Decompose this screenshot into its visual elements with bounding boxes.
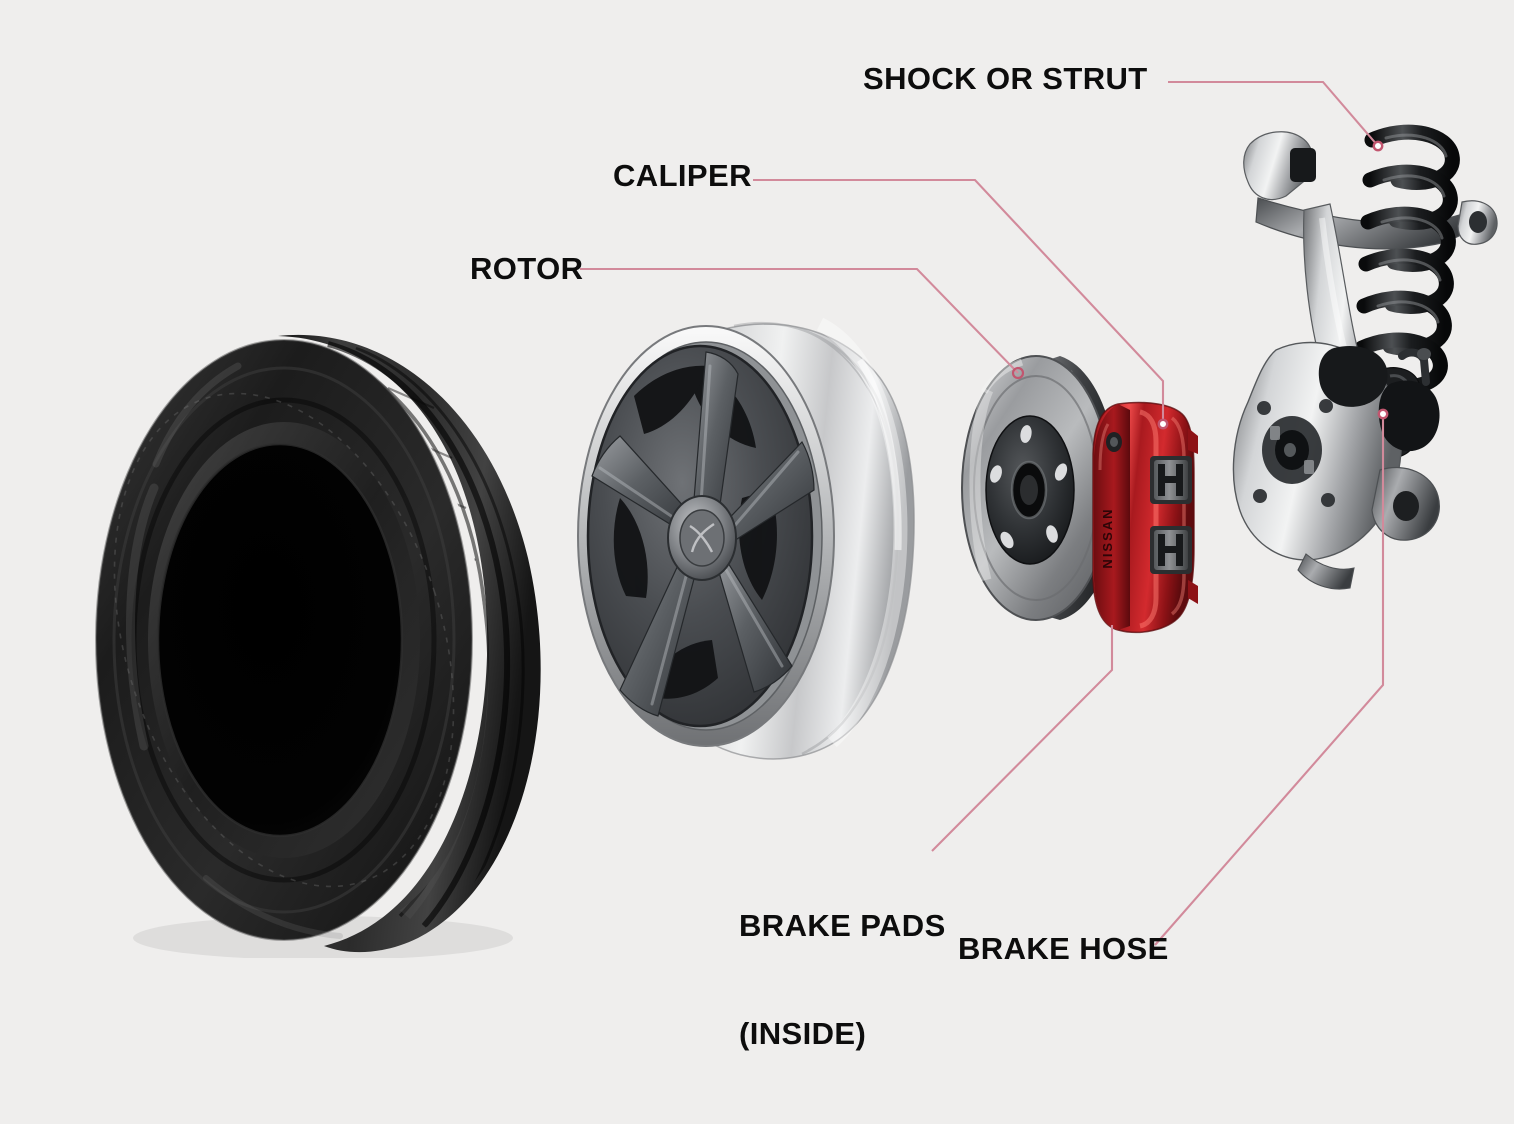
lower-ball-joint — [1297, 553, 1355, 590]
brake-hose-bracket — [1318, 346, 1388, 407]
caliper-pad-window — [1150, 456, 1192, 574]
leader-line-brake-pads — [931, 625, 1114, 852]
endpoint-marker-shock-or-strut — [1372, 140, 1384, 152]
leader-line-shock-or-strut — [1168, 80, 1379, 147]
diagram-canvas: NISSAN — [95, 61, 1498, 1051]
leader-line-caliper — [753, 178, 1165, 424]
callout-label-brake-pads: BRAKE PADS (INSIDE) — [739, 836, 946, 1124]
leader-line-brake-hose — [1154, 414, 1385, 946]
strut-knuckle-illustration — [1232, 124, 1498, 590]
brake-caliper-illustration: NISSAN — [1092, 401, 1198, 634]
leader-lines-layer — [580, 80, 1389, 946]
coil-spring — [1354, 124, 1460, 395]
wheel-spokes — [591, 351, 815, 717]
wheel-cap-emblem — [689, 523, 715, 553]
callout-label-shock-or-strut: SHOCK OR STRUT — [863, 61, 1148, 96]
artwork-layer: NISSAN — [95, 124, 1498, 958]
brake-hose — [1378, 380, 1440, 452]
callout-label-brake-hose: BRAKE HOSE — [958, 931, 1169, 966]
caliper-mount-ears — [1188, 428, 1198, 604]
caliper-outer-face — [1094, 404, 1130, 630]
endpoint-marker-rotor — [1011, 366, 1025, 380]
endpoint-marker-brake-hose — [1377, 408, 1389, 420]
alloy-wheel-illustration — [577, 317, 915, 760]
labels-layer: SHOCK OR STRUT CALIPER ROTOR BRAKE PADS … — [470, 61, 1169, 1051]
leader-line-rotor — [580, 267, 1019, 374]
tire-inner-opening — [158, 444, 402, 836]
rotor-lug-studs — [990, 425, 1068, 549]
caliper-brand-text: NISSAN — [1100, 507, 1115, 568]
tire-illustration — [95, 334, 541, 958]
callout-label-brake-pads-line1: BRAKE PADS — [739, 908, 946, 943]
tire-sidewall-lettering — [113, 392, 455, 888]
callout-label-rotor: ROTOR — [470, 251, 584, 286]
strut-mount-bushing — [1290, 148, 1316, 182]
endpoint-marker-caliper — [1157, 418, 1169, 430]
callout-label-brake-pads-line2: (INSIDE) — [739, 1016, 867, 1051]
callout-label-caliper: CALIPER — [613, 158, 752, 193]
